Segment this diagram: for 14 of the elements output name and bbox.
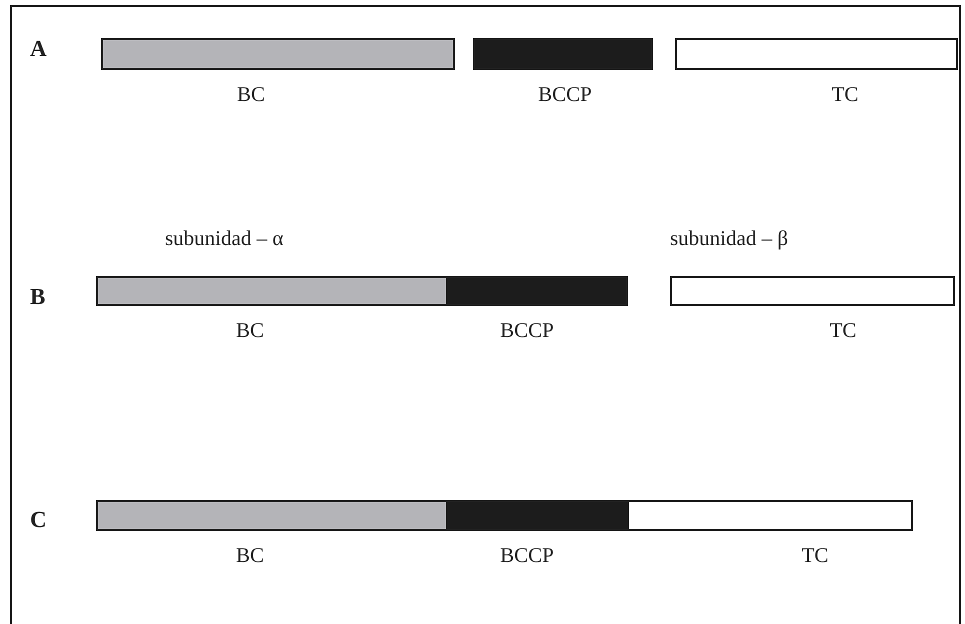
subunit-label: subunidad – α — [165, 226, 284, 251]
panel-letter: C — [30, 507, 47, 533]
domain-label: TC — [832, 82, 858, 107]
subunit-label: subunidad – β — [670, 226, 788, 251]
panel-letter: A — [30, 36, 47, 62]
panel-letter: B — [30, 284, 46, 310]
domain-label: TC — [830, 318, 856, 343]
domain-label: TC — [802, 543, 828, 568]
domain-label: BCCP — [500, 318, 554, 343]
domain-label: BC — [236, 318, 264, 343]
domain-label: BC — [237, 82, 265, 107]
domain-label: BCCP — [538, 82, 592, 107]
domain-label: BCCP — [500, 543, 554, 568]
domain-label: BC — [236, 543, 264, 568]
